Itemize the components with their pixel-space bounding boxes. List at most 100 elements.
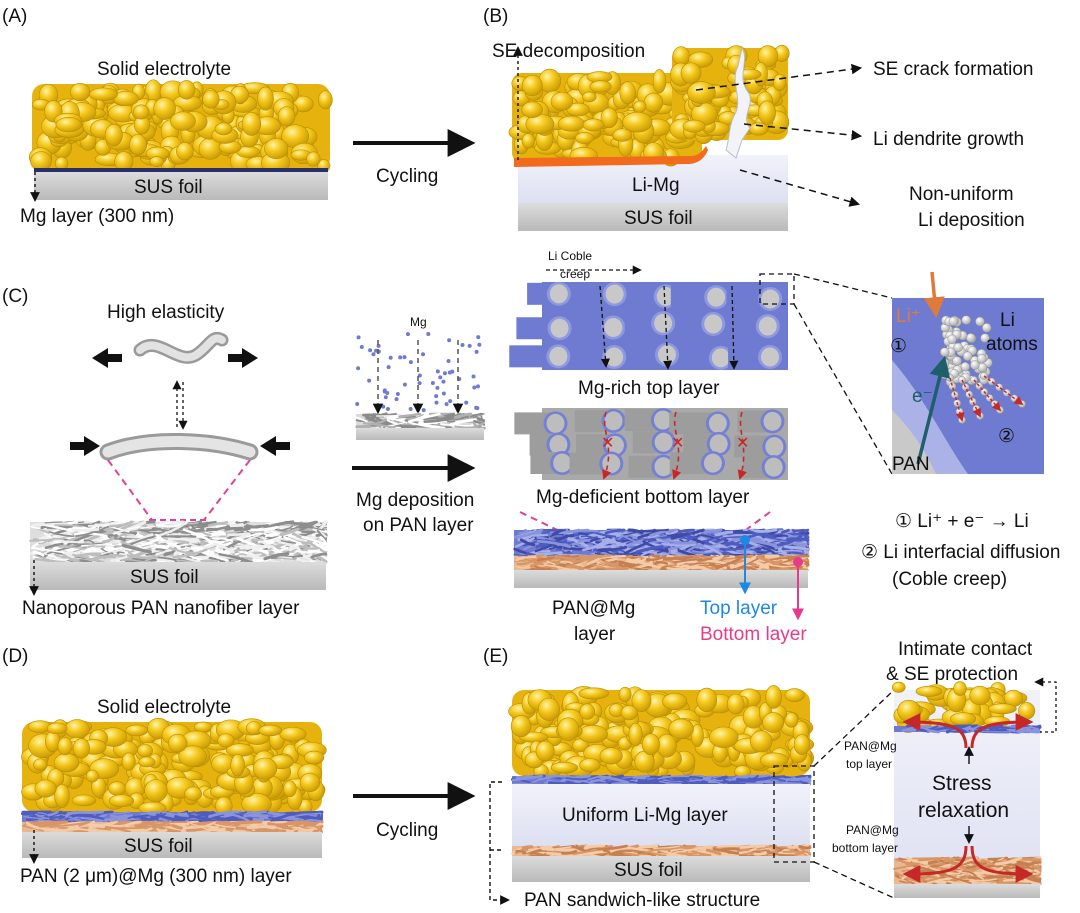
top-layer-zoom-box xyxy=(759,273,795,305)
top-layer-label-2: top layer xyxy=(846,757,892,771)
sandwich-label: PAN sandwich-like structure xyxy=(524,890,760,911)
li-atoms-inset: Li⁺ Li atoms ① ② e⁻ PAN xyxy=(890,271,1044,475)
svg-text:✕: ✕ xyxy=(601,435,614,452)
solid-electrolyte-block xyxy=(21,717,327,816)
panel-b: (B) Li-Mg SUS foil SE decomposition SE c… xyxy=(483,6,1034,231)
e-zoom-box xyxy=(773,765,815,863)
uniform-label: Uniform Li-Mg layer xyxy=(562,805,728,826)
panmg-layer xyxy=(20,810,324,834)
intimate-label-1: Intimate contact xyxy=(898,639,1033,660)
mg-rich-label: Mg-rich top layer xyxy=(578,378,720,399)
panmg-bottom-layer xyxy=(511,844,812,858)
stress-label-2: relaxation xyxy=(918,799,1009,822)
compress-arrow-left xyxy=(70,436,100,456)
panmg-label: PAN (2 μm)@Mg (300 nm) layer xyxy=(20,866,292,887)
sus-foil xyxy=(30,562,326,590)
coble-label-1: Li Coble xyxy=(548,249,592,263)
blocked-path-2 xyxy=(672,411,682,480)
svg-text:✕: ✕ xyxy=(736,435,749,452)
crack-label: SE crack formation xyxy=(873,59,1034,80)
solid-electrolyte-block xyxy=(28,79,333,174)
mg-label: Mg xyxy=(410,315,427,329)
li-mg-label: Li-Mg xyxy=(632,175,680,196)
solid-electrolyte-right xyxy=(669,44,790,145)
uniform-li-mg-layer xyxy=(512,784,810,846)
sus-foil-label: SUS foil xyxy=(624,208,693,229)
panel-d-title: Solid electrolyte xyxy=(97,697,231,718)
top-layer-label: Top layer xyxy=(700,598,778,619)
sus-foil-label: SUS foil xyxy=(130,567,199,588)
relax-arrow-bottom-right xyxy=(970,845,1034,883)
panel-d-tag: (D) xyxy=(2,646,28,667)
solid-electrolyte-block xyxy=(508,685,815,780)
cycling-label-1: Cycling xyxy=(376,166,438,187)
sus-foil-label: SUS foil xyxy=(124,836,193,857)
mg-rich-tubes xyxy=(509,281,788,370)
step-2-marker: ② xyxy=(998,426,1015,447)
bottom-layer-label-1: PAN@Mg xyxy=(846,823,899,837)
li-dendrite xyxy=(725,46,751,159)
panel-c: (C) High elasticity SUS foil Nanoporous … xyxy=(2,249,1060,645)
mg-deposition-label-2: on PAN layer xyxy=(363,515,474,536)
panmg-top-layer xyxy=(510,774,812,786)
arrow-a-to-b: Cycling xyxy=(353,129,476,187)
nonuniform-label-1: Non-uniform xyxy=(909,184,1014,205)
nonuniform-pointer xyxy=(739,169,861,207)
top-layer-label-1: PAN@Mg xyxy=(844,739,897,753)
mg-layer-label: Mg layer (300 nm) xyxy=(20,206,174,227)
electron-label: e⁻ xyxy=(912,386,933,407)
li-plus-arrow xyxy=(923,271,945,319)
mg-atoms xyxy=(355,331,482,413)
equation-1: ① Li⁺ + e⁻ → Li xyxy=(895,511,1029,532)
relax-arrow-bottom-left xyxy=(902,845,968,883)
equation-2: ② Li interfacial diffusion xyxy=(861,542,1060,563)
mg-deficient-label: Mg-deficient bottom layer xyxy=(536,487,750,508)
panel-b-tag: (B) xyxy=(483,6,508,27)
sus-foil-label: SUS foil xyxy=(134,177,203,198)
mini-sus-foil xyxy=(356,428,484,440)
crack-pointer xyxy=(695,63,863,91)
zoom-line-right xyxy=(203,459,251,521)
blocked-path-1 xyxy=(602,411,612,480)
panmg-label-1: PAN@Mg xyxy=(552,598,635,619)
bottom-layer-label-2: bottom layer xyxy=(832,841,898,855)
panmg-label-2: layer xyxy=(574,624,616,645)
svg-text:✕: ✕ xyxy=(671,435,684,452)
cycling-label-2: Cycling xyxy=(376,820,438,841)
panel-a-tag: (A) xyxy=(2,6,27,27)
sus-foil xyxy=(514,570,808,588)
li-atoms-label-1: Li xyxy=(1000,310,1015,331)
panel-a-title: Solid electrolyte xyxy=(97,59,231,80)
nonuniform-label-2: Li deposition xyxy=(918,210,1025,231)
dendrite-pointer xyxy=(743,123,863,141)
sus-foil xyxy=(518,203,788,231)
panel-e-tag: (E) xyxy=(483,646,508,667)
compress-arrow-right xyxy=(260,436,290,456)
dendrite-label: Li dendrite growth xyxy=(873,129,1024,150)
relax-arrow-top-right xyxy=(970,713,1034,749)
mini-pan-layer xyxy=(355,412,486,430)
panel-d: (D) Solid electrolyte SUS foil PAN (2 μm… xyxy=(2,646,327,887)
stretch-arrow-right xyxy=(228,348,258,368)
step-1-marker: ① xyxy=(890,336,907,357)
bottom-layer-label: Bottom layer xyxy=(700,624,807,645)
sus-foil xyxy=(22,832,322,858)
arrow-d-to-e: Cycling xyxy=(353,782,476,841)
sus-foil-label: SUS foil xyxy=(614,860,683,881)
blocked-path-3 xyxy=(737,411,747,480)
equation-3: (Coble creep) xyxy=(892,569,1007,590)
li-plus-label: Li⁺ xyxy=(896,306,921,327)
pan-nanofiber-mat xyxy=(29,520,328,564)
stress-inset xyxy=(891,681,1042,898)
panmg-layer xyxy=(513,528,810,572)
stress-label-1: Stress xyxy=(932,772,992,795)
coble-label-2: creep xyxy=(560,267,590,281)
zoom-line-left xyxy=(107,459,153,521)
mg-layer xyxy=(34,168,328,172)
high-elasticity-label: High elasticity xyxy=(107,302,225,323)
mg-deposition-label-1: Mg deposition xyxy=(356,490,474,511)
panel-c-tag: (C) xyxy=(2,286,28,307)
stretch-arrow-left xyxy=(92,348,122,368)
intimate-label-2: & SE protection xyxy=(886,664,1018,685)
